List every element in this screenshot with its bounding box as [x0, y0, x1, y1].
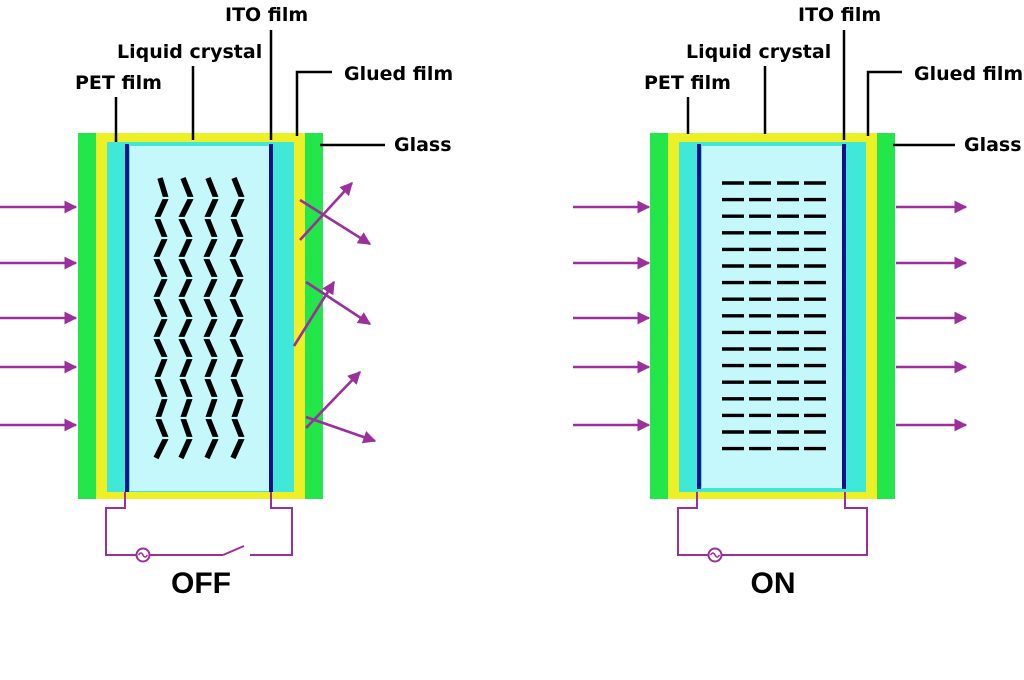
- scattered-light-rays: [292, 182, 377, 444]
- light-ray-scattered: [305, 371, 361, 429]
- light-ray-scattered: [299, 198, 372, 246]
- circuit: [105, 492, 293, 563]
- label-glass: Glass: [964, 134, 1022, 156]
- label-liquid-crystal: Liquid crystal: [117, 41, 262, 63]
- label-liquid-crystal: Liquid crystal: [686, 41, 831, 63]
- glass-right: [877, 133, 895, 499]
- label-ito-film: ITO film: [798, 4, 881, 26]
- glass-left: [650, 133, 668, 499]
- callouts-on: ITO film Liquid crystal PET film Glued f…: [644, 4, 1023, 156]
- panel-off: ITO film Liquid crystal PET film Glued f…: [0, 4, 453, 600]
- circuit: [677, 492, 868, 563]
- state-label-on: ON: [751, 567, 796, 600]
- label-glass: Glass: [394, 134, 452, 156]
- state-label-off: OFF: [171, 567, 231, 600]
- transmitted-light-rays: [896, 200, 968, 432]
- ito-film-right: [842, 144, 846, 489]
- glass-left: [78, 133, 96, 499]
- light-ray-scattered: [292, 280, 336, 347]
- panel-on: ITO film Liquid crystal PET film Glued f…: [573, 4, 1023, 600]
- ito-film-left: [697, 144, 701, 489]
- label-pet-film: PET film: [644, 72, 731, 94]
- incoming-light-rays: [0, 200, 78, 432]
- light-ray-scattered: [305, 415, 377, 444]
- light-ray-scattered: [299, 182, 353, 241]
- ito-film-right: [269, 144, 273, 492]
- label-glued-film: Glued film: [914, 63, 1023, 85]
- label-glued-film: Glued film: [344, 63, 453, 85]
- closed-switch-wire: [721, 492, 868, 556]
- callouts-off: ITO film Liquid crystal PET film Glued f…: [75, 4, 453, 156]
- light-ray-scattered: [305, 280, 372, 326]
- ito-film-left: [125, 144, 129, 492]
- label-pet-film: PET film: [75, 72, 162, 94]
- liquid-crystal-molecules-aligned: [722, 181, 826, 451]
- open-switch-icon: [222, 545, 245, 556]
- incoming-light-rays: [573, 200, 651, 432]
- label-ito-film: ITO film: [225, 4, 308, 26]
